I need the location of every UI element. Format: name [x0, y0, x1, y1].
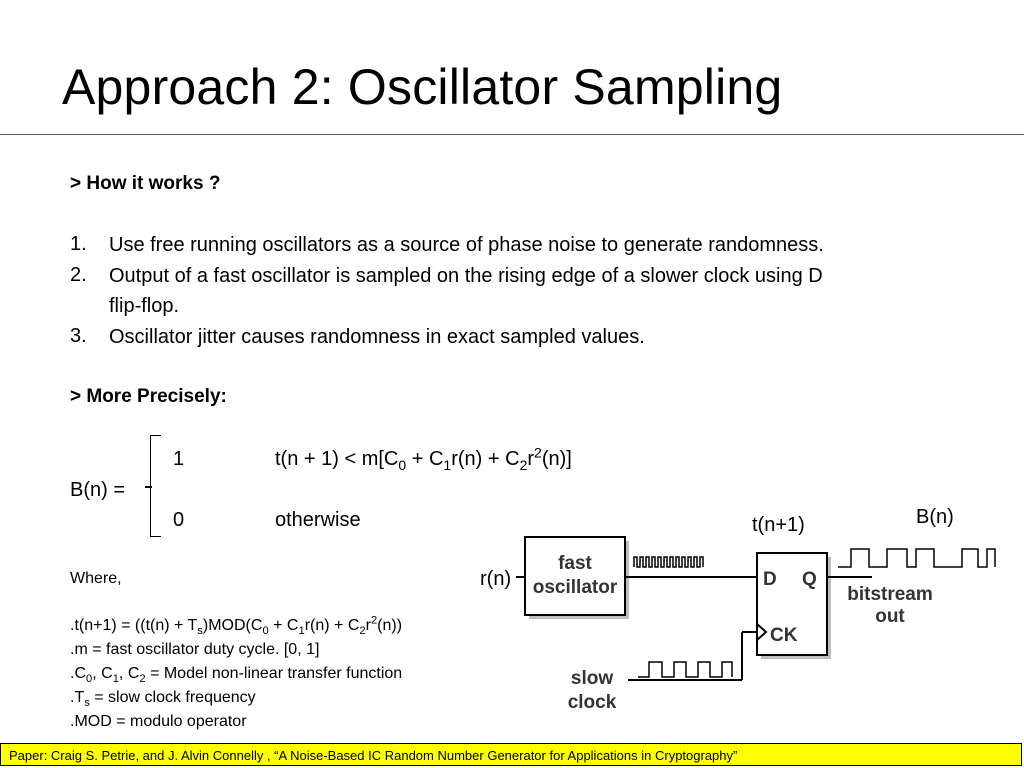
slide-title: Approach 2: Oscillator Sampling	[62, 59, 783, 115]
case-0-condition: otherwise	[275, 509, 361, 531]
more-precisely-heading: > More Precisely:	[70, 386, 227, 407]
definition-m: .m = fast oscillator duty cycle. [0, 1]	[70, 641, 320, 658]
flip-flop-d-label: D	[763, 569, 777, 590]
list-item-3: Oscillator jitter causes randomness in e…	[109, 326, 645, 348]
equation-brace-tick	[145, 486, 152, 488]
flip-flop-box	[756, 552, 828, 656]
fast-oscillator-label-2: oscillator	[533, 577, 618, 598]
slow-clock-label-2: clock	[568, 692, 617, 713]
where-label: Where,	[70, 570, 122, 587]
list-number-2: 2.	[70, 264, 87, 286]
flip-flop-q-label: Q	[802, 569, 817, 590]
bitstream-waveform	[838, 548, 996, 568]
list-number-3: 3.	[70, 325, 87, 347]
label-t-n-plus-1: t(n+1)	[752, 514, 805, 536]
slow-clock-label-1: slow	[571, 668, 613, 689]
fast-oscillator-box	[524, 536, 626, 616]
bitstream-out-label-2: out	[875, 606, 905, 627]
flip-flop-ck-label: CK	[770, 625, 798, 646]
list-number-1: 1.	[70, 233, 87, 255]
oscillator-sampling-diagram: t(n+1) B(n) r(n) fast oscillator D Q CK …	[480, 506, 996, 713]
definition-ts: .Ts = slow clock frequency	[70, 689, 256, 710]
bitstream-out-label-1: bitstream	[847, 584, 933, 605]
label-r-n: r(n)	[480, 568, 511, 590]
case-0-value: 0	[173, 509, 185, 531]
list-item-2: Output of a fast oscillator is sampled o…	[109, 265, 823, 287]
definition-mod: .MOD = modulo operator	[70, 713, 247, 730]
how-it-works-heading: > How it works ?	[70, 173, 221, 194]
case-1-value: 1	[173, 448, 185, 470]
list-item-2-continued: flip-flop.	[109, 295, 180, 317]
citation-footer: Paper: Craig S. Petrie, and J. Alvin Con…	[0, 743, 1022, 766]
case-1-condition: t(n + 1) < m[C0 + C1r(n) + C2r2(n)]	[275, 444, 572, 473]
title-divider	[0, 134, 1024, 135]
list-item-1: Use free running oscillators as a source…	[109, 234, 824, 256]
equation-lhs: B(n) =	[70, 479, 126, 501]
definition-t: .t(n+1) = ((t(n) + Ts)MOD(C0 + C1r(n) + …	[70, 614, 403, 638]
clock-input-triangle	[756, 623, 768, 641]
slow-clock-waveform	[638, 661, 733, 678]
definition-c: .C0, C1, C2 = Model non-linear transfer …	[70, 665, 403, 686]
fast-oscillator-label-1: fast	[558, 553, 592, 574]
fast-waveform	[633, 556, 704, 568]
label-b-n: B(n)	[916, 506, 954, 528]
